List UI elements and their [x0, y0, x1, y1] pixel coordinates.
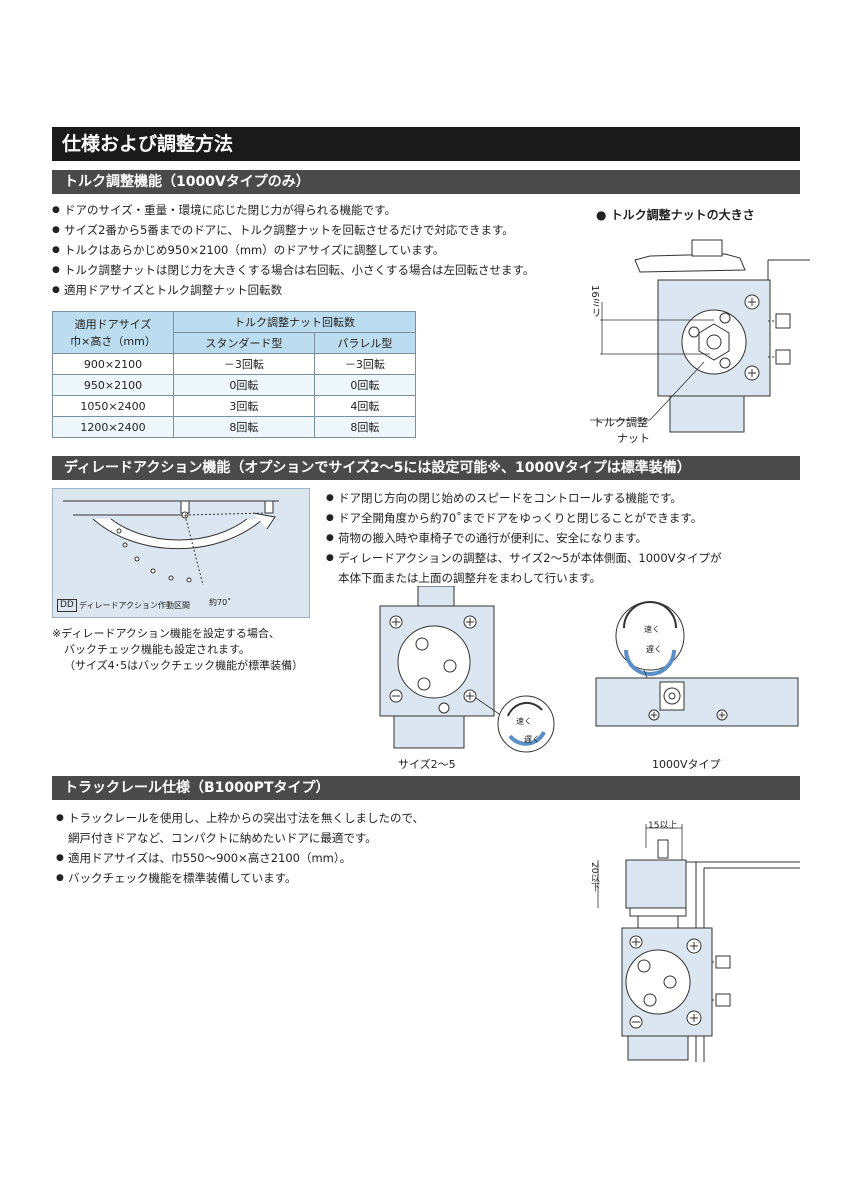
caption-1000v: 1000Vタイプ: [652, 758, 721, 771]
track-dim-side: 20以下: [589, 862, 599, 892]
type1000v-slow-label: 遅く: [646, 645, 662, 654]
list-item: ● 適用ドアサイズは、巾550～900×高さ2100（mm）。: [56, 851, 352, 865]
table-row: 950×2100 0回転 0回転: [52, 374, 417, 396]
table-header-group: トルク調整ナット回転数: [173, 311, 416, 333]
delayed-action-diagram: DD ディレードアクション作動区間 約70˚: [52, 488, 310, 618]
diagram-legend-box: DD: [57, 599, 77, 612]
size2-5-illustration: [379, 586, 555, 753]
list-item: ● バックチェック機能を標準装備しています。: [56, 871, 297, 885]
section-heading-delayed: ディレードアクション機能（オプションでサイズ2～5には設定可能※、1000Vタイ…: [52, 456, 800, 480]
table-header-standard: スタンダード型: [173, 332, 315, 354]
track-rail-illustration: [597, 824, 800, 1062]
torque-bullets: ドアのサイズ・重量・環境に応じた閉じ力が得られる機能です。 サイズ2番から5番ま…: [52, 200, 592, 300]
list-item: ドア全開角度から約70˚までドアをゆっくりと閉じることができます。: [326, 508, 796, 528]
diagram-angle: 約70˚: [209, 598, 232, 607]
table-header-size: 適用ドアサイズ 巾×高さ（mm）: [52, 311, 174, 354]
list-item: サイズ2番から5番までのドアに、トルク調整ナットを回転させるだけで対応できます。: [52, 220, 592, 240]
page-title: 仕様および調整方法: [52, 127, 800, 161]
torque-figure-title: ● トルク調整ナットの大きさ: [596, 208, 755, 222]
torque-nut-illustration: [590, 239, 810, 433]
table-row: 1050×2400 3回転 4回転: [52, 395, 417, 417]
table-row: 1200×2400 8回転 8回転: [52, 416, 417, 438]
torque-callout-1: トルク調整: [593, 416, 648, 429]
list-item: トルクはあらかじめ950×2100（mm）のドアサイズに調整しています。: [52, 240, 592, 260]
type1000v-illustration: [595, 601, 799, 727]
list-item: 荷物の搬入時や車椅子での通行が便利に、安全になります。: [326, 528, 796, 548]
torque-callout-2: ナット: [617, 432, 650, 445]
delayed-arc-illustration: [63, 500, 279, 586]
list-item: トルク調整ナットは閉じ力を大きくする場合は右回転、小さくする場合は左回転させます…: [52, 260, 592, 280]
type1000v-fast-label: 速く: [644, 625, 660, 634]
size2-5-fast-label: 速く: [516, 717, 532, 726]
list-item: ドア閉じ方向の閉じ始めのスピードをコントロールする機能です。: [326, 488, 796, 508]
track-dim-top: 15以上: [648, 821, 678, 831]
torque-dim-label: 16ミリ: [589, 285, 600, 318]
section-heading-torque: トルク調整機能（1000Vタイプのみ）: [52, 170, 800, 194]
section-heading-track: トラックレール仕様（B1000PTタイプ）: [52, 776, 800, 800]
list-item: ● トラックレールを使用し、上枠からの突出寸法を無くしましたので、 網戸付きドア…: [56, 811, 425, 845]
list-item: ドアのサイズ・重量・環境に応じた閉じ力が得られる機能です。: [52, 200, 592, 220]
table-header-parallel: パラレル型: [313, 332, 417, 354]
diagram-legend: ディレードアクション作動区間: [79, 601, 191, 610]
size2-5-slow-label: 遅く: [524, 735, 540, 744]
table-row: 900×2100 －3回転 －3回転: [52, 353, 417, 375]
caption-size2-5: サイズ2～5: [398, 758, 456, 771]
list-item: ディレードアクションの調整は、サイズ2～5が本体側面、1000Vタイプが: [326, 548, 796, 568]
torque-table: 適用ドアサイズ 巾×高さ（mm） トルク調整ナット回転数 スタンダード型 パラレ…: [52, 311, 417, 438]
delayed-bullets: ドア閉じ方向の閉じ始めのスピードをコントロールする機能です。 ドア全開角度から約…: [326, 488, 796, 568]
delayed-bullet-cont: 本体下面または上面の調整弁をまわして行います。: [338, 571, 602, 585]
list-item: 適用ドアサイズとトルク調整ナット回転数: [52, 280, 592, 300]
track-bullets: ● トラックレールを使用し、上枠からの突出寸法を無くしましたので、 網戸付きドア…: [56, 808, 576, 888]
delayed-note: ※ディレードアクション機能を設定する場合、 バックチェック機能も設定されます。 …: [52, 627, 304, 672]
